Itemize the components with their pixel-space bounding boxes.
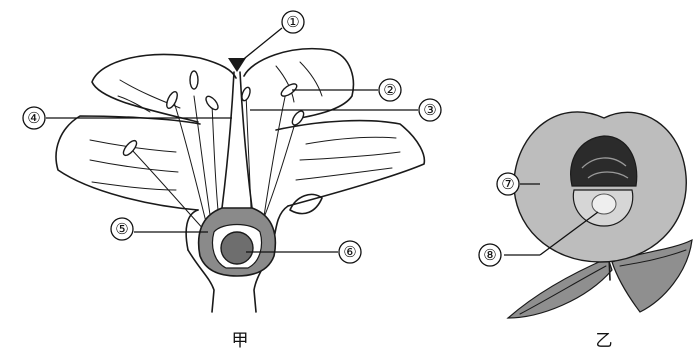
petal-left-upper	[92, 54, 236, 122]
callout-1: ①	[286, 13, 299, 31]
petal-right-lower	[276, 121, 424, 206]
flower-longitudinal-section	[56, 49, 424, 312]
callout-3: ③	[423, 101, 436, 119]
callout-2: ②	[383, 81, 396, 99]
callout-6: ⑥	[343, 243, 356, 261]
leaf-left	[508, 258, 612, 318]
petal-right-upper	[244, 49, 353, 118]
petal-left-lower	[56, 116, 200, 210]
pericarp	[514, 112, 686, 262]
pistil	[199, 58, 276, 276]
fruit-section	[508, 112, 692, 318]
callout-8: ⑧	[483, 246, 496, 264]
callout-5: ⑤	[115, 220, 128, 238]
callout-7: ⑦	[501, 175, 514, 193]
callout-4: ④	[27, 109, 40, 127]
ovule	[221, 232, 253, 264]
fruit-caption: 乙	[596, 331, 613, 351]
flower-caption: 甲	[232, 331, 249, 351]
